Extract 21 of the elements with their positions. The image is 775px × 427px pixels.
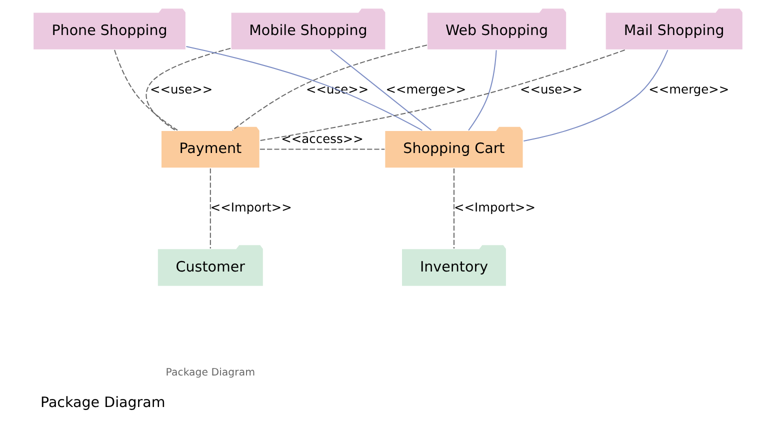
connector <box>260 148 384 150</box>
edge-label: <<Import>> <box>210 200 292 215</box>
edge-label: <<merge>> <box>385 82 466 96</box>
connector <box>468 50 496 131</box>
edge-label: <<Import>> <box>454 200 536 215</box>
connector <box>114 50 178 131</box>
edge-label: <<use>> <box>150 82 212 96</box>
diagram-title: Package Diagram <box>40 394 165 411</box>
connector <box>145 48 230 131</box>
edge-label: <<access>> <box>280 132 363 146</box>
connector <box>452 168 454 248</box>
caption: Package Diagram <box>165 368 255 379</box>
connector <box>260 50 624 141</box>
edge-label: <<use>> <box>520 82 582 96</box>
connector <box>232 44 427 131</box>
connector <box>209 168 210 248</box>
connector <box>523 50 668 142</box>
edge-label: <<merge>> <box>648 82 729 96</box>
edge-label: <<use>> <box>306 82 368 96</box>
connector <box>186 46 422 131</box>
connector <box>330 50 432 131</box>
